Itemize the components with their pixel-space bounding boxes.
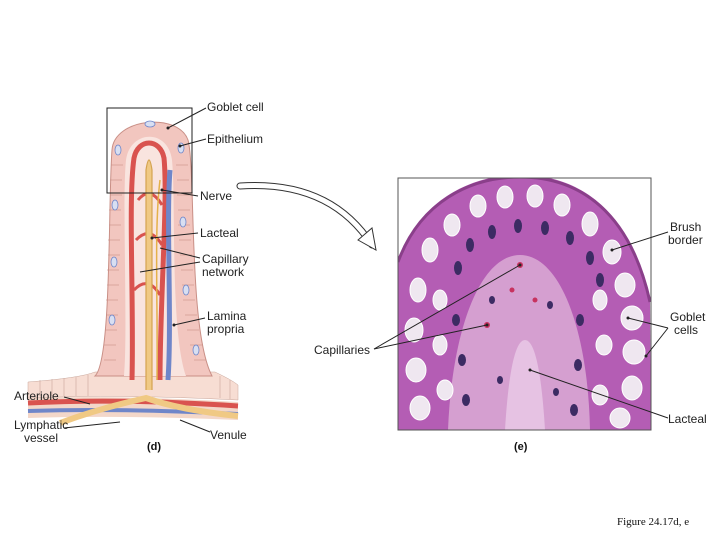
label-lacteal-e: Lacteal — [668, 413, 707, 426]
label-lymphatic-line2: vessel — [24, 432, 58, 445]
venule-vessel — [168, 170, 170, 380]
label-capillary-line2: network — [202, 266, 244, 279]
label-capillaries: Capillaries — [314, 344, 370, 357]
label-lacteal-d: Lacteal — [200, 227, 239, 240]
label-arteriole: Arteriole — [14, 390, 59, 403]
label-nerve: Nerve — [200, 190, 232, 203]
label-venule: Venule — [210, 429, 247, 442]
label-goblet-cells-line2: cells — [674, 324, 698, 337]
panel-e-label: (e) — [514, 441, 527, 454]
figure-caption: Figure 24.17d, e — [617, 516, 689, 528]
label-epithelium: Epithelium — [207, 133, 263, 146]
label-goblet-cell: Goblet cell — [207, 101, 264, 114]
micrograph — [398, 175, 651, 430]
label-lamina-line2: propria — [207, 323, 244, 336]
label-brush-line2: border — [668, 234, 703, 247]
zoom-arrow — [240, 185, 372, 245]
lacteal-vessel — [146, 160, 152, 390]
panel-d-label: (d) — [147, 441, 161, 454]
